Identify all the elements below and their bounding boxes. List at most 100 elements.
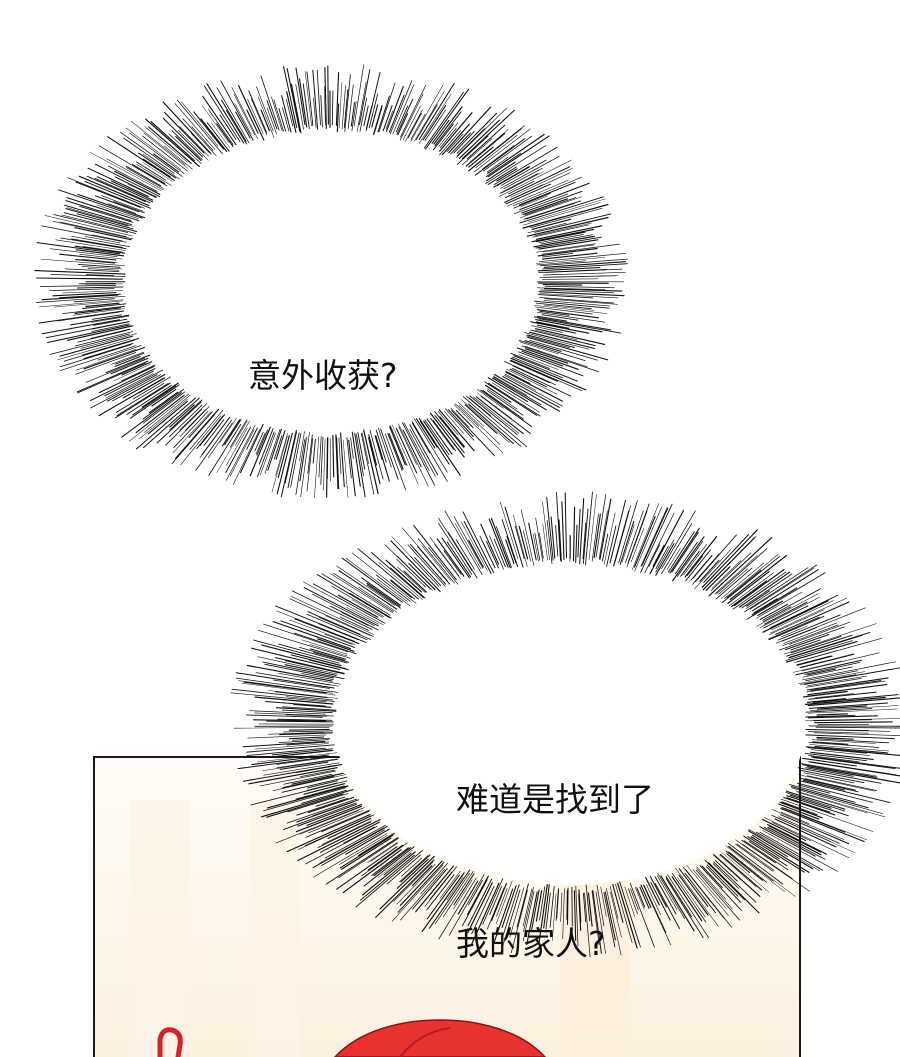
burst-line — [77, 362, 147, 394]
burst-line — [724, 554, 779, 599]
burst-line — [340, 432, 345, 488]
burst-line — [542, 278, 598, 280]
burst-line — [216, 87, 250, 144]
burst-line — [390, 579, 416, 600]
burst-line — [541, 243, 621, 255]
burst-line — [634, 506, 663, 572]
burst-line — [671, 876, 703, 922]
burst-line — [486, 157, 509, 173]
burst-line — [246, 744, 335, 753]
burst-line — [319, 827, 385, 864]
burst-line — [188, 411, 213, 438]
burst-line — [284, 431, 298, 484]
burst-line — [803, 772, 855, 784]
burst-line — [539, 293, 619, 299]
burst-line — [424, 109, 446, 141]
burst-line — [534, 213, 612, 233]
burst-line — [804, 696, 886, 705]
burst-line — [87, 268, 119, 271]
burst-line — [398, 426, 417, 465]
burst-line — [247, 98, 264, 135]
burst-line — [692, 553, 720, 585]
burst-line — [808, 761, 900, 777]
burst-line — [454, 523, 482, 570]
burst-line — [555, 525, 559, 557]
burst-line — [415, 418, 436, 449]
burst-line — [71, 235, 130, 247]
burst-line — [807, 747, 868, 754]
burst-line — [280, 620, 356, 648]
burst-line — [579, 498, 585, 565]
burst-line — [295, 84, 304, 130]
burst-line — [748, 840, 788, 867]
burst-line — [473, 128, 531, 173]
burst-line — [496, 168, 518, 182]
burst-line — [746, 572, 826, 620]
burst-line — [556, 492, 561, 561]
burst-line — [655, 539, 675, 573]
burst-line — [74, 227, 132, 241]
burst-line — [266, 793, 344, 818]
burst-line — [636, 887, 646, 908]
burst-line — [701, 865, 723, 889]
burst-line — [312, 583, 386, 624]
burst-line — [799, 763, 877, 777]
burst-line — [764, 601, 808, 625]
burst-line — [603, 512, 616, 565]
burst-line — [456, 135, 489, 165]
burst-line — [266, 107, 277, 135]
burst-line — [287, 432, 300, 489]
burst-line — [162, 117, 204, 158]
burst-line — [485, 384, 512, 403]
burst-line — [598, 510, 608, 559]
burst-line — [233, 727, 330, 729]
burst-line — [656, 875, 678, 910]
burst-line — [315, 796, 346, 807]
burst-line — [41, 294, 119, 301]
burst-line — [434, 415, 465, 454]
burst-line — [303, 783, 346, 795]
burst-line — [253, 719, 327, 722]
burst-line — [644, 512, 675, 574]
burst-line — [811, 739, 876, 744]
burst-line — [418, 83, 455, 140]
burst-line — [225, 424, 256, 481]
burst-line — [400, 85, 427, 138]
burst-line — [767, 826, 822, 856]
burst-line — [436, 538, 465, 577]
burst-line — [327, 817, 372, 839]
burst-line — [286, 68, 301, 132]
burst-line — [256, 86, 274, 132]
burst-line — [518, 351, 584, 377]
burst-line — [335, 72, 340, 126]
burst-line — [534, 532, 541, 561]
burst-line — [809, 744, 890, 752]
burst-line — [437, 411, 459, 436]
burst-line — [275, 707, 337, 712]
burst-line — [743, 835, 780, 860]
burst-line — [74, 307, 122, 314]
burst-line — [362, 851, 416, 896]
burst-line — [786, 634, 853, 657]
burst-line — [384, 544, 432, 590]
burst-line — [111, 351, 144, 365]
burst-line — [575, 524, 578, 564]
burst-line — [360, 854, 415, 901]
burst-line — [499, 173, 539, 194]
burst-line — [74, 245, 126, 254]
burst-line — [414, 556, 442, 587]
burst-line — [422, 545, 451, 581]
burst-line — [456, 128, 485, 157]
burst-line — [60, 221, 127, 238]
burst-line — [487, 135, 550, 178]
burst-line — [779, 626, 845, 651]
burst-line — [487, 388, 518, 410]
burst-line — [438, 122, 458, 147]
burst-line — [64, 268, 120, 273]
burst-line — [562, 888, 565, 940]
burst-line — [324, 67, 327, 129]
burst-line — [74, 331, 133, 347]
burst-line — [426, 874, 460, 920]
burst-line — [79, 205, 134, 223]
burst-line — [326, 437, 329, 498]
